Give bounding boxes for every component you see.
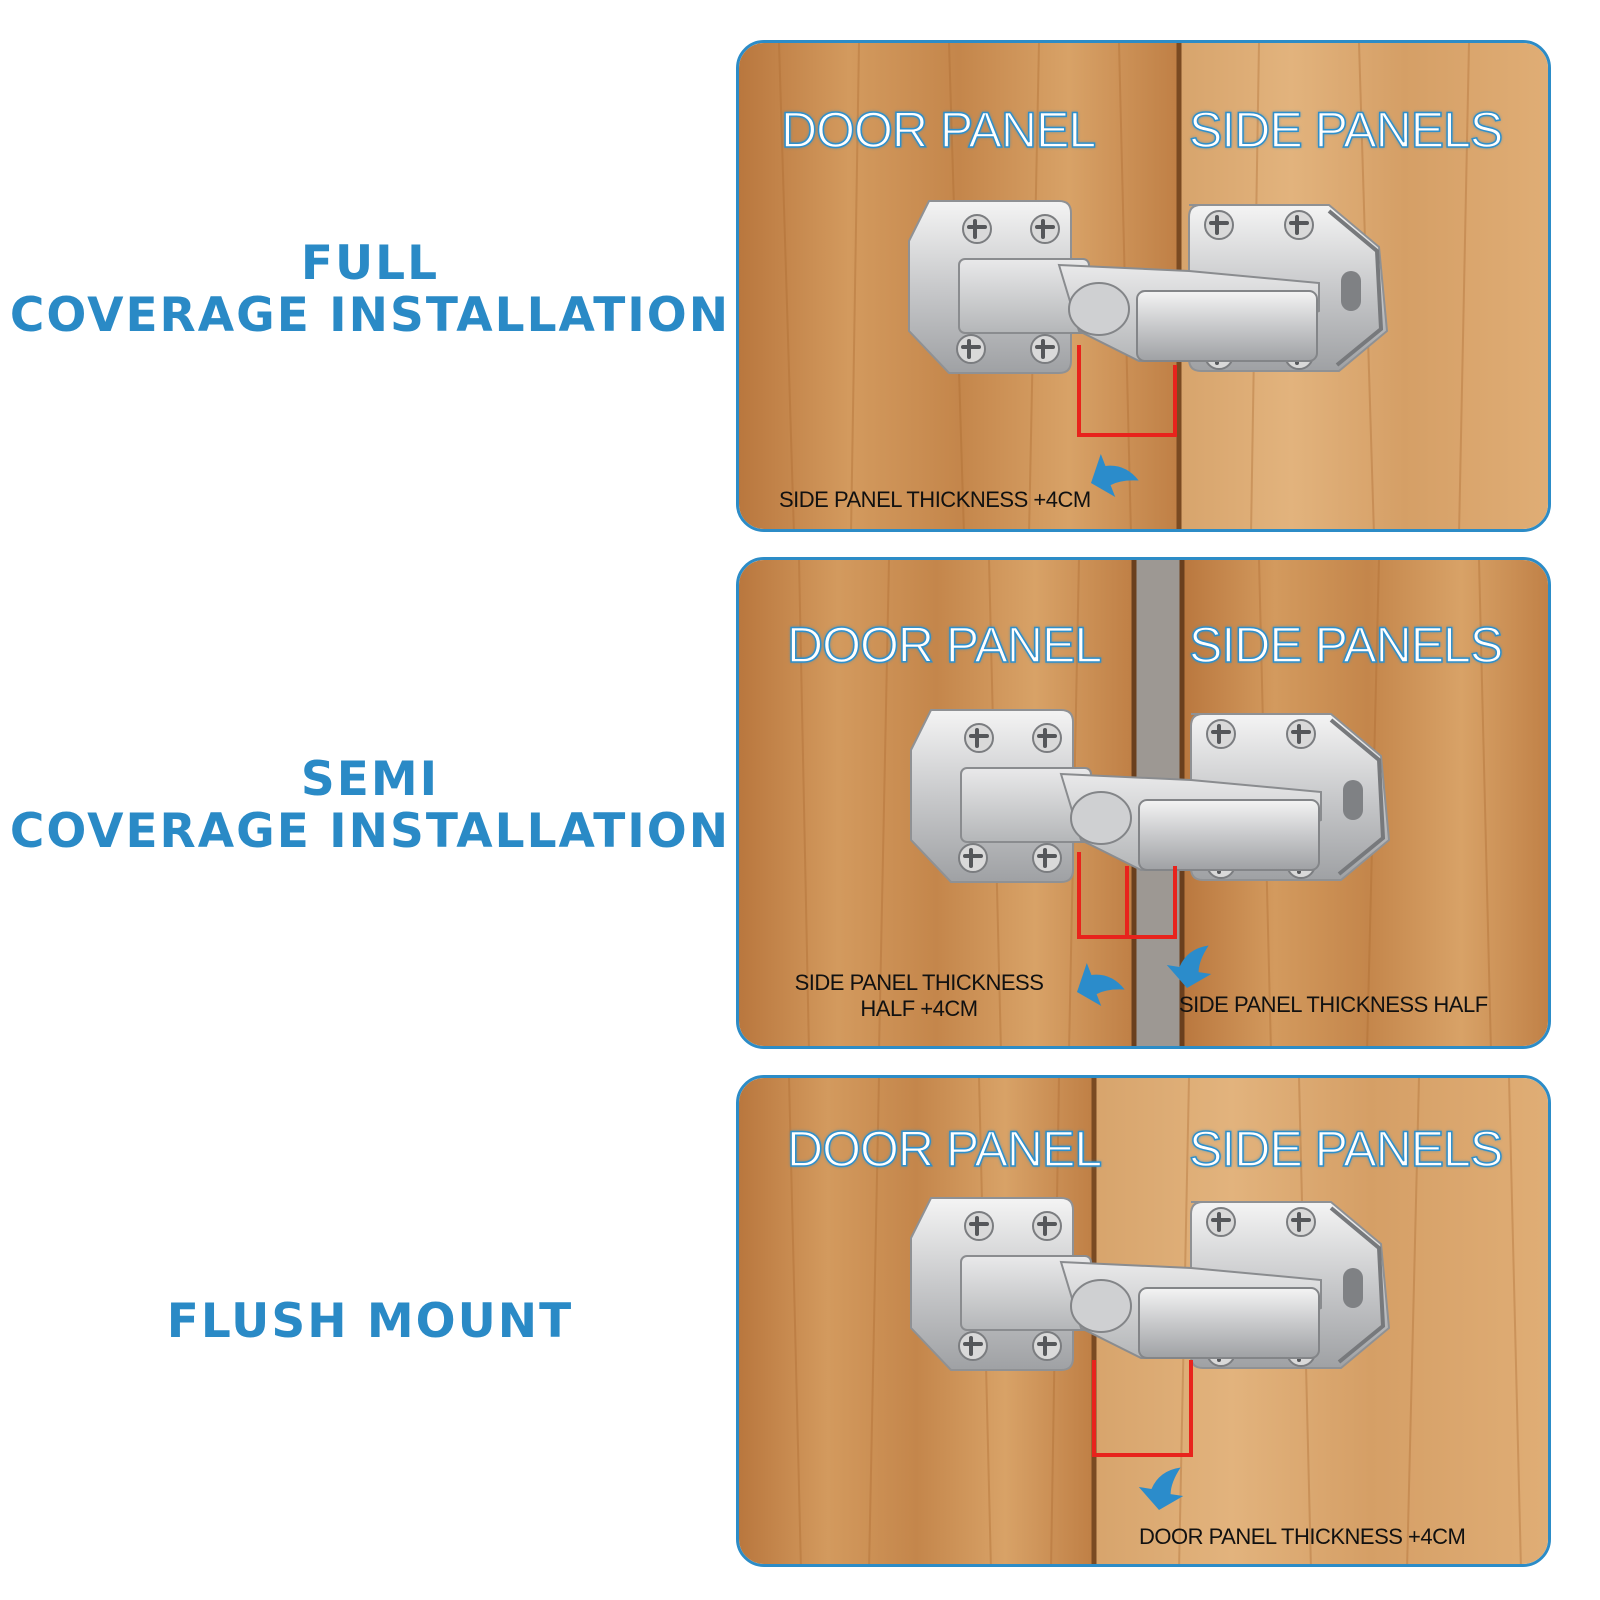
diagram-panel-full: DOOR PANEL SIDE PANELS SIDE PANEL THICKN… [736, 40, 1551, 532]
hinge-icon [739, 1078, 1551, 1513]
note-line: HALF +4CM [860, 996, 978, 1021]
title-line: COVERAGE INSTALLATION [9, 288, 731, 343]
diagram-panel-flush: DOOR PANEL SIDE PANELS DOOR PANEL THICKN… [736, 1075, 1551, 1567]
thickness-note: SIDE PANEL THICKNESS HALF +4CM [769, 970, 1069, 1022]
title-line: FULL [300, 236, 440, 291]
thickness-marker [1092, 1360, 1193, 1457]
title-line: COVERAGE INSTALLATION [9, 804, 731, 859]
arrow-icon [1166, 942, 1222, 991]
side-panels-label: SIDE PANELS [1188, 101, 1504, 159]
thickness-note: SIDE PANEL THICKNESS +4CM [779, 487, 1091, 512]
hinge-icon [739, 560, 1551, 1012]
section-title-semi: SEMI COVERAGE INSTALLATION [0, 754, 740, 858]
hinge-icon [739, 43, 1551, 503]
diagram-panel-semi: DOOR PANEL SIDE PANELS SIDE PANEL THICKN… [736, 557, 1551, 1049]
door-panel-label: DOOR PANEL [780, 101, 1097, 159]
door-panel-label: DOOR PANEL [786, 616, 1103, 674]
arrow-icon [1138, 1464, 1194, 1513]
arrow-icon [1071, 963, 1127, 1012]
side-panels-label: SIDE PANELS [1188, 1120, 1504, 1178]
thickness-marker [1077, 345, 1177, 437]
title-line: SEMI [300, 752, 440, 807]
section-title-full: FULL COVERAGE INSTALLATION [0, 238, 740, 342]
note-line: SIDE PANEL THICKNESS [794, 970, 1044, 995]
side-panels-label: SIDE PANELS [1188, 616, 1504, 674]
title-line: FLUSH MOUNT [166, 1294, 574, 1349]
thickness-note-half: SIDE PANEL THICKNESS HALF [1179, 992, 1488, 1017]
section-title-flush: FLUSH MOUNT [0, 1296, 740, 1348]
thickness-note: DOOR PANEL THICKNESS +4CM [1139, 1524, 1466, 1549]
arrow-icon [1085, 454, 1141, 503]
door-panel-label: DOOR PANEL [786, 1120, 1103, 1178]
